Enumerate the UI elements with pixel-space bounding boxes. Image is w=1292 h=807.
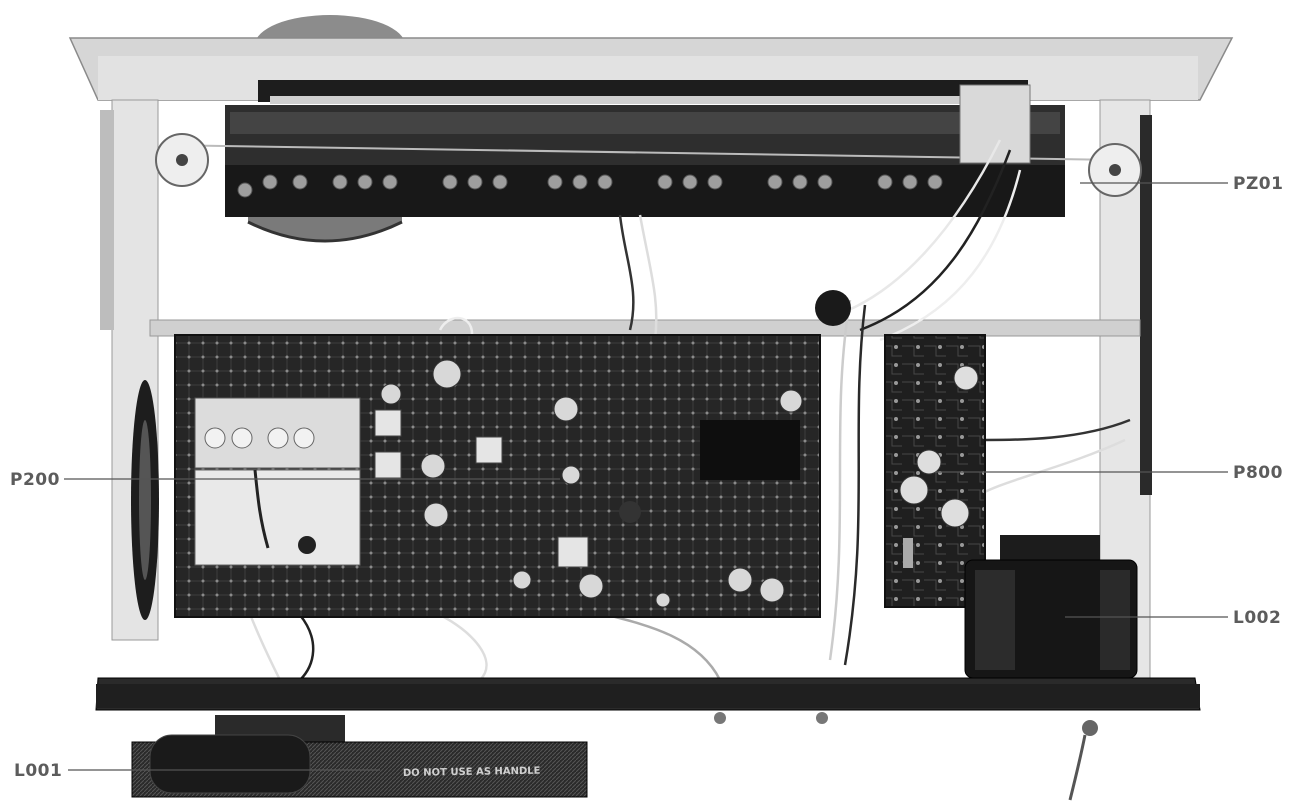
top-front-panel	[68, 37, 1234, 104]
label-pz01: PZ01	[1233, 174, 1283, 194]
pulley-right	[1088, 143, 1142, 197]
label-l002: L002	[1233, 608, 1281, 628]
ferrite-antenna: DO NOT USE AS HANDLE	[131, 715, 588, 798]
label-p800: P800	[1233, 463, 1283, 483]
rear-panel	[95, 677, 1201, 801]
antenna-warning-text: DO NOT USE AS HANDLE	[403, 766, 541, 779]
tuner-module	[194, 397, 361, 566]
main-circuit-board	[174, 334, 821, 618]
pulley-left	[155, 133, 209, 187]
label-l001: L001	[14, 761, 62, 781]
label-p200: P200	[10, 470, 60, 490]
dial-wheel-left	[131, 380, 159, 620]
grommet	[815, 290, 851, 326]
power-transformer	[964, 535, 1138, 679]
